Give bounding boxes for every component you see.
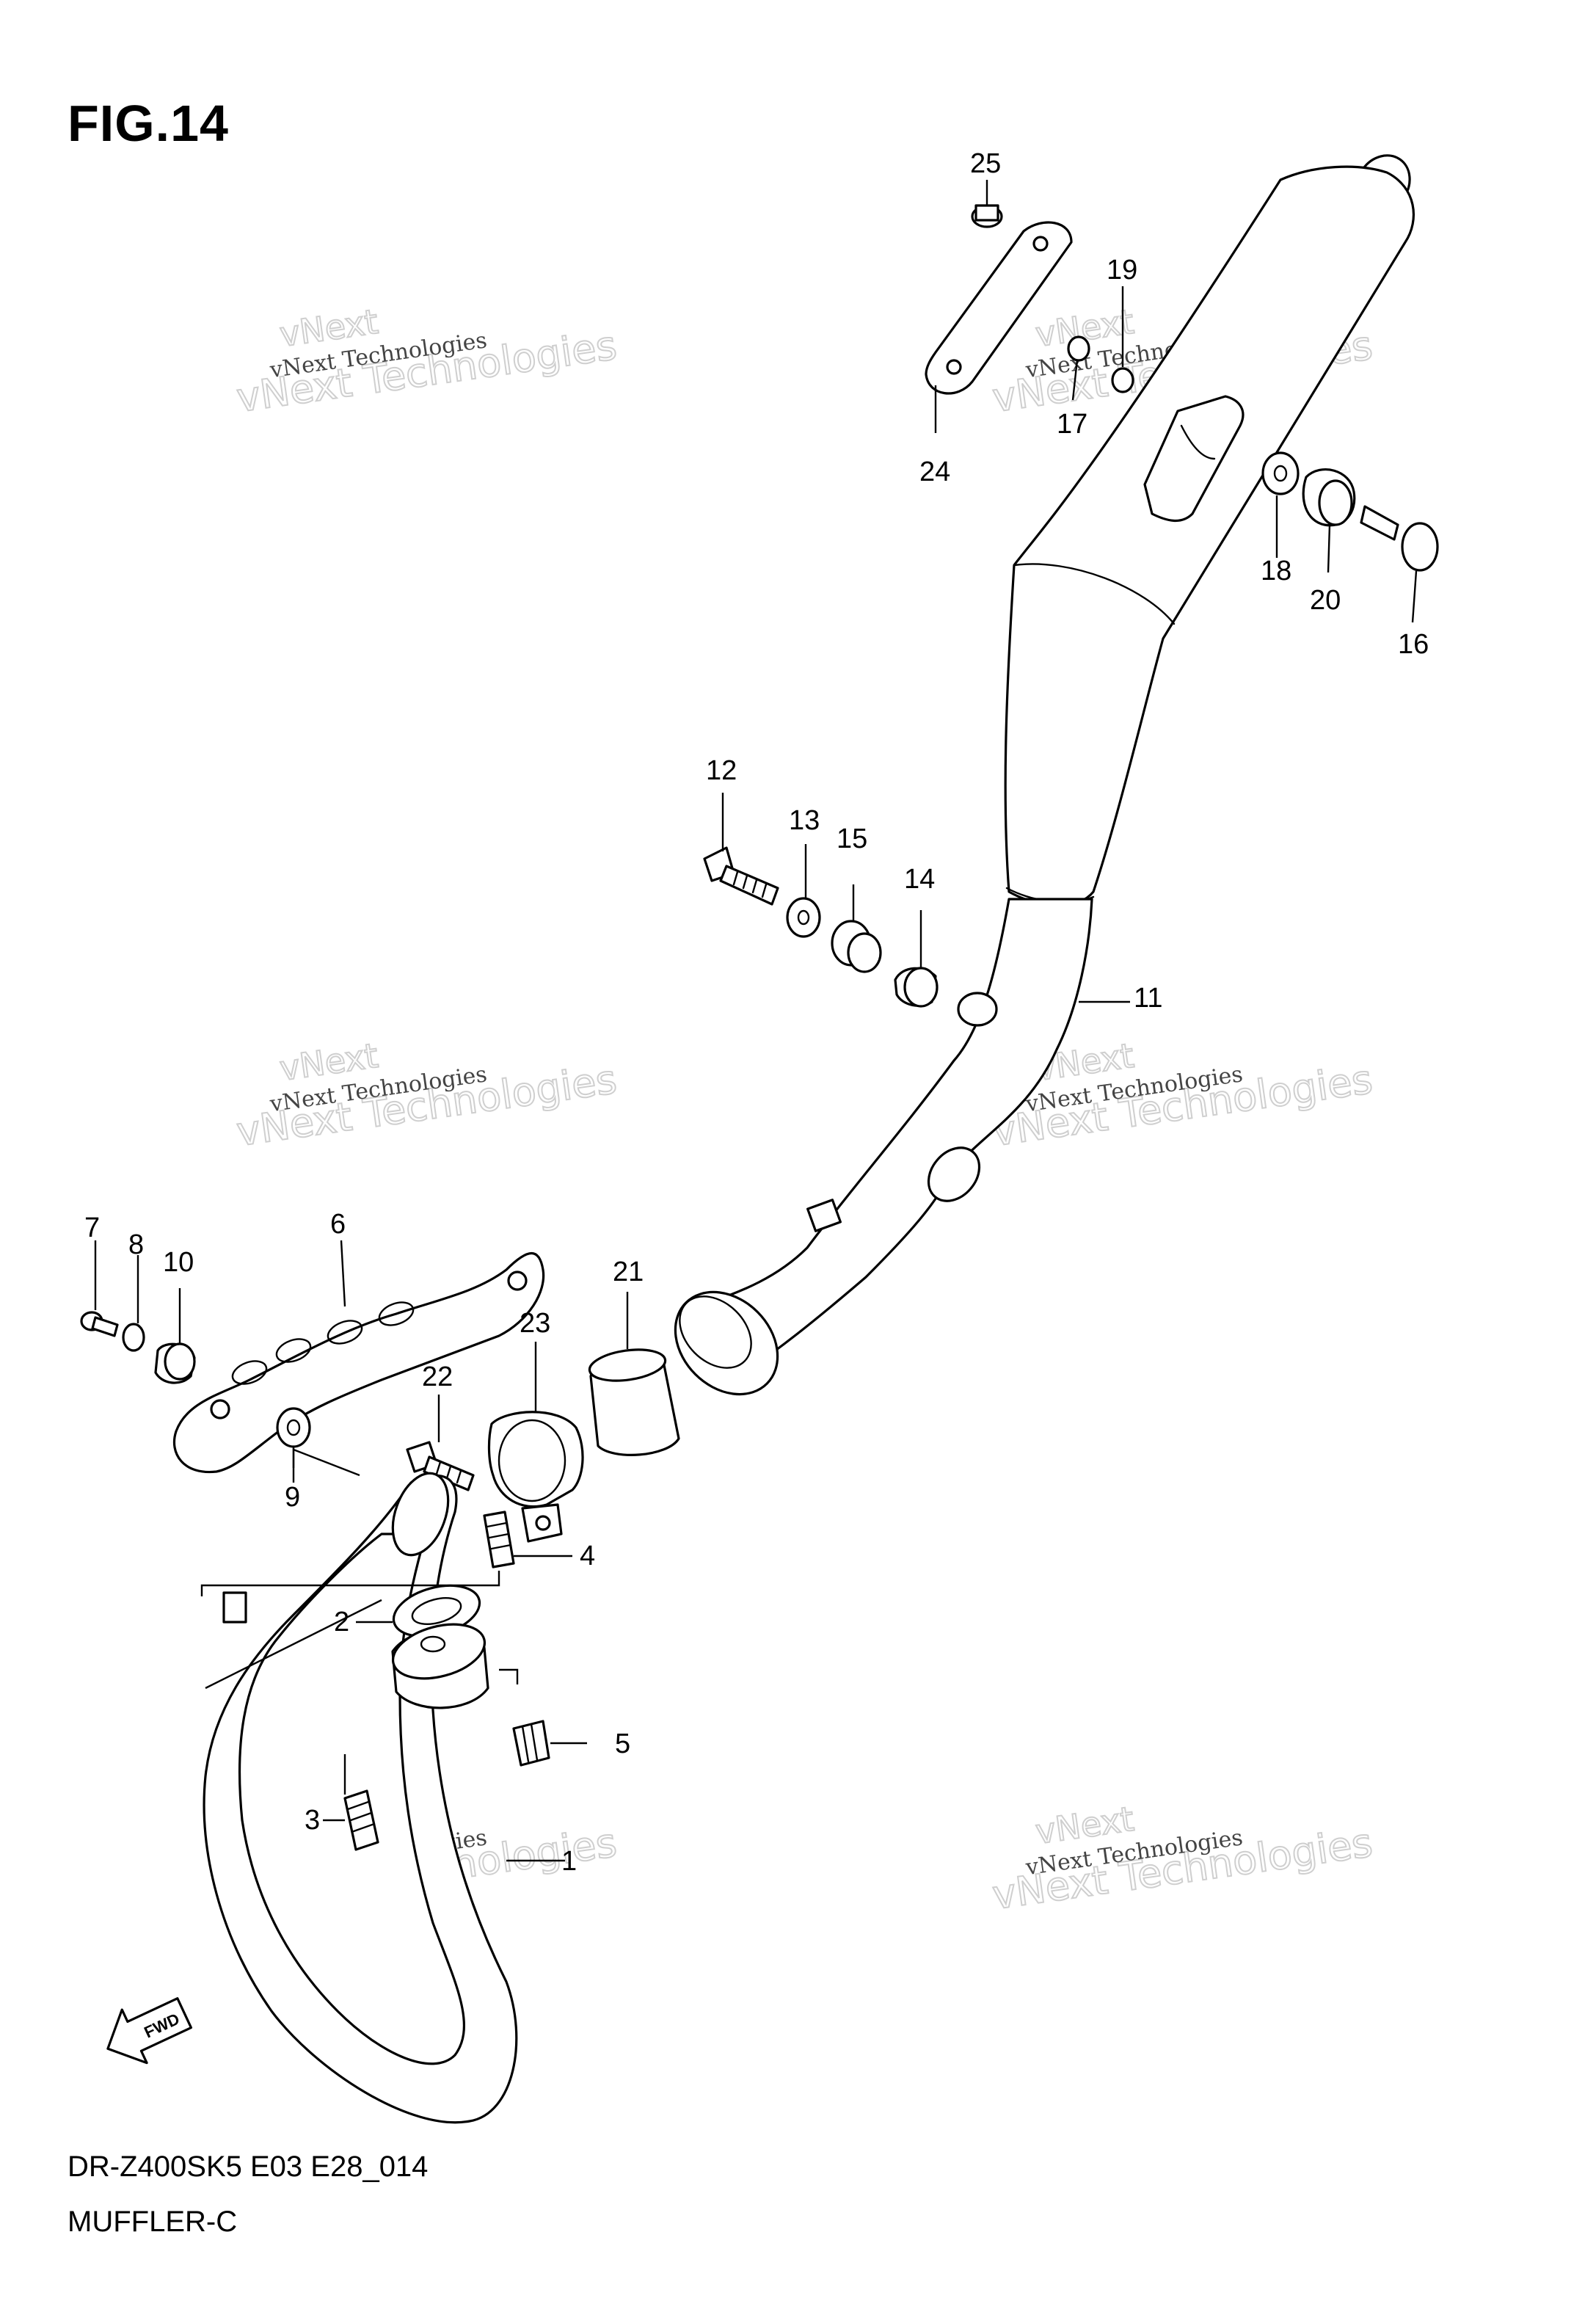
callout-3: 3 bbox=[305, 1805, 320, 1836]
model-code: DR-Z400SK5 E03 E28_014 bbox=[68, 2151, 429, 2183]
callout-20: 20 bbox=[1310, 585, 1341, 616]
part-19-collar bbox=[1111, 367, 1134, 393]
callout-1: 1 bbox=[561, 1846, 577, 1877]
part-18-washer bbox=[1261, 451, 1300, 495]
part-9-collar bbox=[276, 1407, 311, 1448]
callout-25: 25 bbox=[970, 148, 1001, 179]
mid-pipe-bulge bbox=[927, 1146, 981, 1202]
callout-6: 6 bbox=[330, 1209, 346, 1240]
callout-11: 11 bbox=[1134, 983, 1162, 1014]
part-20-grommet bbox=[1302, 468, 1356, 527]
leader-lines bbox=[94, 180, 1418, 1862]
part-12-bolt bbox=[703, 846, 779, 906]
callout-9: 9 bbox=[285, 1482, 300, 1513]
bracket-slot bbox=[1180, 424, 1216, 460]
part-25-bolt bbox=[971, 204, 1003, 228]
callout-19: 19 bbox=[1107, 255, 1137, 286]
part-8-washer bbox=[122, 1323, 145, 1352]
mid-pipe-boss bbox=[957, 992, 998, 1027]
watermark-1: vNext vNext Technologies vNext Technolog… bbox=[233, 301, 621, 422]
callout-24: 24 bbox=[919, 457, 950, 487]
part-22-bolt bbox=[406, 1441, 475, 1491]
callout-12: 12 bbox=[706, 755, 737, 786]
part-3-stud bbox=[343, 1789, 379, 1851]
watermark-6: vNext vNext Technologies vNext Technolog… bbox=[989, 1798, 1377, 1919]
pipe-tab bbox=[222, 1591, 247, 1624]
muffler-mount-bracket bbox=[1143, 395, 1245, 523]
callout-17: 17 bbox=[1057, 409, 1087, 440]
part-13-washer bbox=[786, 897, 821, 938]
callout-15: 15 bbox=[837, 824, 867, 854]
forward-direction-badge: FWD bbox=[106, 1997, 193, 2065]
callout-4: 4 bbox=[580, 1541, 595, 1571]
exhaust-flange bbox=[391, 1623, 489, 1709]
muffler-canister bbox=[1004, 165, 1415, 907]
callout-7: 7 bbox=[84, 1213, 100, 1243]
muffler-seam bbox=[1013, 563, 1176, 625]
callout-5: 5 bbox=[615, 1728, 630, 1759]
callout-14: 14 bbox=[904, 864, 935, 895]
callout-23: 23 bbox=[520, 1308, 550, 1339]
part-23-clamp bbox=[487, 1411, 584, 1543]
callout-18: 18 bbox=[1261, 556, 1291, 586]
muffler-assembly bbox=[674, 154, 1415, 1396]
callout-16: 16 bbox=[1398, 629, 1429, 660]
muffler-inlet-inner bbox=[679, 1295, 752, 1369]
callout-22: 22 bbox=[422, 1362, 453, 1392]
watermark-3: vNext vNext Technologies vNext Technolog… bbox=[233, 1035, 621, 1156]
part-6-heat-guard bbox=[172, 1251, 545, 1474]
figure-title: FIG.14 bbox=[68, 95, 229, 152]
callout-2: 2 bbox=[334, 1607, 349, 1637]
part-5-nut bbox=[512, 1720, 550, 1767]
part-24-strap bbox=[925, 221, 1073, 395]
part-21-gasket bbox=[588, 1348, 680, 1456]
part-10-collar bbox=[154, 1342, 196, 1384]
callout-21: 21 bbox=[613, 1257, 644, 1287]
part-17-washer bbox=[1067, 335, 1090, 362]
part-14-collar bbox=[894, 967, 939, 1008]
part-15-grommet bbox=[831, 920, 882, 973]
part-4-stud bbox=[483, 1511, 515, 1568]
assembly-name: MUFFLER-C bbox=[68, 2206, 238, 2238]
mid-pipe-tab bbox=[806, 1199, 842, 1232]
part-16-bolt bbox=[1360, 505, 1439, 572]
callout-labels: 1 2 3 4 5 6 7 8 9 10 11 12 13 15 14 16 1… bbox=[84, 148, 1429, 1877]
callout-13: 13 bbox=[789, 805, 820, 836]
part-7-bolt bbox=[80, 1311, 119, 1337]
callout-8: 8 bbox=[128, 1229, 144, 1260]
callout-10: 10 bbox=[163, 1247, 194, 1278]
muffler-mid-pipe bbox=[707, 898, 1093, 1381]
